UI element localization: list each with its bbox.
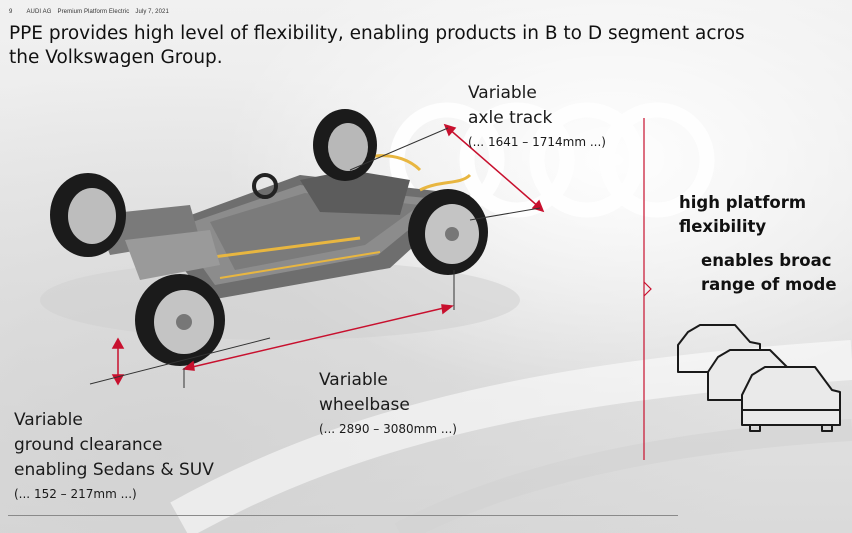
audi-rings-logo: [389, 102, 715, 218]
model-range-subheading: enables broac range of mode: [701, 249, 837, 297]
wheel-rear-left: [313, 109, 377, 181]
axle-track-dimension: [349, 123, 545, 221]
platform-flexibility-head2: flexibility: [679, 217, 767, 236]
platform-flexibility-head1: high platform: [679, 193, 807, 212]
page-number: 9: [9, 9, 13, 15]
axle-track-line2: axle track: [468, 108, 553, 128]
wheel-front-left: [50, 173, 126, 257]
ground-clearance-line1: Variable: [14, 410, 83, 430]
slide-header: 9 AUDI AG Premium Platform Electric July…: [9, 9, 169, 15]
axle-track-line1: Variable: [468, 83, 537, 103]
wheelbase-range: (... 2890 – 3080mm ...): [319, 422, 457, 436]
platform-flexibility-heading: high platform flexibility: [679, 191, 806, 239]
slide-title-line2: the Volkswagen Group.: [9, 47, 223, 68]
presentation-date: July 7, 2021: [135, 9, 169, 15]
wheel-front-right: [135, 274, 225, 366]
slide-title: PPE provides high level of flexibility, …: [9, 22, 852, 70]
slide-title-line1: PPE provides high level of flexibility, …: [9, 23, 745, 44]
ground-clearance-range: (... 152 – 217mm ...): [14, 487, 137, 501]
model-range-sub2: range of mode: [701, 275, 837, 294]
background-swoosh-2: [394, 419, 852, 533]
car-outline-icon: [677, 324, 841, 432]
wheelbase-dimension: [182, 270, 455, 388]
flexibility-bracket: [643, 118, 652, 460]
wheelbase-label: Variable wheelbase (... 2890 – 3080mm ..…: [319, 368, 457, 440]
bottom-divider: [8, 515, 678, 516]
model-range-sub1: enables broac: [701, 251, 832, 270]
presentation-topic: Premium Platform Electric: [57, 9, 130, 15]
wheelbase-line1: Variable: [319, 370, 388, 390]
ground-clearance-line2: ground clearance: [14, 435, 163, 455]
axle-track-range: (... 1641 – 1714mm ...): [468, 135, 606, 149]
ground-clearance-line3: enabling Sedans & SUV: [14, 460, 214, 480]
wheelbase-line2: wheelbase: [319, 395, 410, 415]
ground-clearance-dimension: [89, 337, 271, 386]
chassis-illustration: [40, 109, 520, 366]
ground-clearance-label: Variable ground clearance enabling Sedan…: [14, 408, 214, 505]
company-name: AUDI AG: [26, 9, 52, 15]
axle-track-label: Variable axle track (... 1641 – 1714mm .…: [468, 81, 606, 153]
wheel-rear-right: [408, 189, 488, 275]
